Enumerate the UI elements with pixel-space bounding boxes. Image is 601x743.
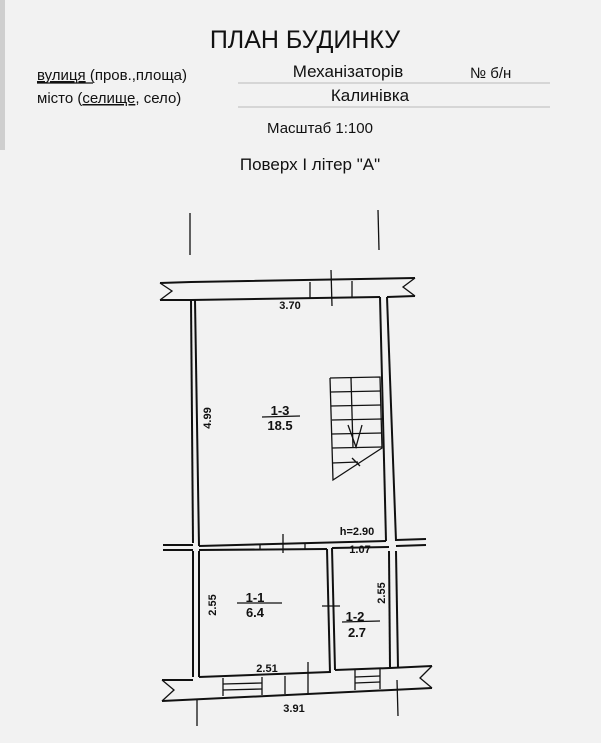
svg-text:1.07: 1.07 (349, 544, 370, 556)
openings (222, 269, 381, 696)
document-title: ПЛАН БУДИНКУ (210, 26, 400, 54)
svg-text:2.7: 2.7 (348, 625, 366, 640)
city-label: місто (селище, село) (37, 90, 181, 107)
svg-text:3.91: 3.91 (283, 703, 304, 715)
room-1-2: 1-2 2.7 (341, 609, 381, 640)
svg-text:6.4: 6.4 (246, 605, 265, 620)
staircase (329, 376, 383, 482)
svg-text:2.51: 2.51 (256, 663, 277, 675)
walls (159, 277, 433, 702)
svg-text:1-2: 1-2 (346, 609, 365, 624)
axis-lines (189, 209, 399, 726)
room-1-1: 1-1 6.4 (237, 590, 282, 620)
dimensions: 3.70 4.99 h=2.90 1.07 2.55 2.55 2.51 3.9… (202, 300, 388, 715)
room-1-3: 1-3 18.5 (261, 403, 301, 433)
svg-text:h=2.90: h=2.90 (340, 526, 375, 538)
svg-text:2.55: 2.55 (376, 582, 388, 603)
house-number: № б/н (470, 65, 511, 82)
svg-text:18.5: 18.5 (267, 418, 292, 433)
svg-text:1-3: 1-3 (271, 403, 290, 418)
scale-label: Масштаб 1:100 (267, 120, 373, 137)
svg-text:2.55: 2.55 (207, 594, 219, 615)
svg-text:4.99: 4.99 (202, 407, 214, 428)
street-value: Механізаторів (293, 62, 404, 81)
street-label: вулиця (пров.,площа) (37, 67, 187, 84)
svg-text:3.70: 3.70 (279, 300, 300, 312)
scan-edge (0, 0, 5, 150)
city-value: Калинівка (331, 86, 410, 105)
svg-text:1-1: 1-1 (246, 590, 265, 605)
floor-label: Поверх І літер "А" (240, 155, 380, 174)
